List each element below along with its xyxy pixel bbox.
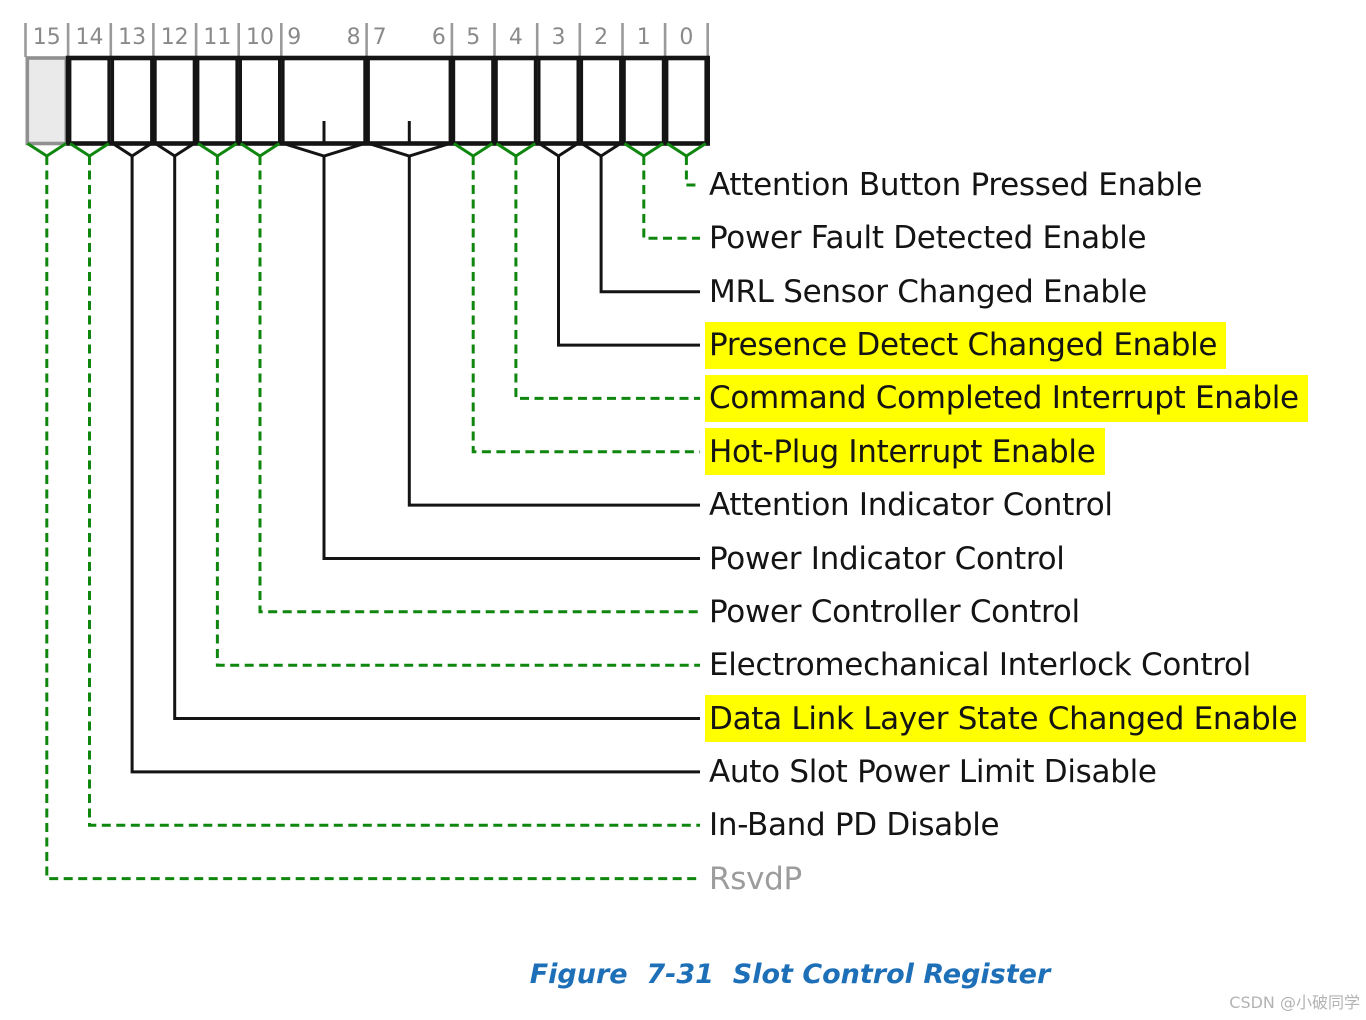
connector-bit-11: [215, 156, 700, 667]
bit-number-13: 13: [118, 25, 147, 50]
field-label-bit-5: Hot-Plug Interrupt Enable: [705, 428, 1105, 476]
bit-number-12: 12: [160, 25, 189, 50]
watermark: CSDN @小破同学: [1229, 993, 1360, 1012]
bit-cell-3: [537, 56, 580, 146]
bit-number-4: 4: [508, 25, 523, 50]
bit-cell-1: [622, 56, 666, 146]
connector-bit-0: [684, 156, 700, 187]
bit-cell-11: [195, 56, 239, 146]
chevron-bit-15: [26, 142, 67, 158]
connector-bit-5: [471, 156, 700, 454]
field-label-bit-14: In-Band PD Disable: [709, 807, 1000, 844]
bit-cell-12: [153, 56, 197, 146]
field-label-bit-7:6: Attention Indicator Control: [709, 487, 1113, 524]
connector-bit-4: [514, 156, 700, 400]
connector-bit-7:6: [407, 156, 700, 507]
bit-cell-15: [25, 56, 69, 146]
figure-caption: Figure 7-31 Slot Control Register: [529, 959, 1051, 990]
register-frame: [65, 55, 710, 146]
field-label-bit-2: MRL Sensor Changed Enable: [709, 273, 1147, 310]
bit-cell-0: [665, 56, 708, 146]
bit-number-9: 9: [287, 25, 302, 50]
field-label-bit-15: RsvdP: [709, 860, 802, 897]
bit-cell-10: [238, 56, 282, 146]
field-label-bit-12: Data Link Layer State Changed Enable: [705, 695, 1307, 742]
field-label-bit-0: Attention Button Pressed Enable: [709, 167, 1203, 203]
bit-cell-14: [67, 56, 111, 146]
connector-bit-10: [258, 156, 700, 614]
bit-number-2: 2: [594, 25, 609, 50]
bit-cell-13: [110, 56, 154, 146]
field-label-bit-13: Auto Slot Power Limit Disable: [709, 753, 1157, 790]
connector-bit-9:8: [322, 156, 700, 560]
bit-number-11: 11: [203, 25, 232, 50]
bit-number-15: 15: [32, 25, 61, 50]
field-label-bit-9:8: Power Indicator Control: [709, 540, 1065, 577]
bit-number-5: 5: [466, 25, 481, 50]
field-label-bit-1: Power Fault Detected Enable: [709, 220, 1147, 257]
bit-number-1: 1: [636, 25, 651, 50]
bit-number-14: 14: [75, 25, 104, 50]
connector-bit-12: [173, 156, 700, 720]
connector-bit-13: [130, 156, 700, 774]
bit-number-3: 3: [551, 25, 566, 50]
connector-bit-1: [642, 156, 700, 240]
bit-number-6: 6: [431, 25, 446, 50]
connector-bit-2: [599, 156, 700, 294]
bit-cell-5: [451, 56, 495, 146]
bit-number-7: 7: [372, 25, 387, 50]
connector-bit-15: [45, 156, 700, 881]
field-label-bit-11: Electromechanical Interlock Control: [709, 647, 1251, 684]
connector-bit-14: [88, 156, 700, 827]
bit-cell-2: [579, 56, 623, 146]
bit-number-8: 8: [346, 25, 361, 50]
bit-number-10: 10: [246, 25, 274, 50]
bit-number-0: 0: [679, 25, 694, 50]
field-label-bit-4: Command Completed Interrupt Enable: [705, 374, 1308, 422]
field-label-bit-3: Presence Detect Changed Enable: [705, 321, 1227, 369]
connector-bit-3: [557, 156, 700, 347]
bit-cell-4: [494, 56, 538, 146]
field-label-bit-10: Power Controller Control: [709, 593, 1080, 630]
